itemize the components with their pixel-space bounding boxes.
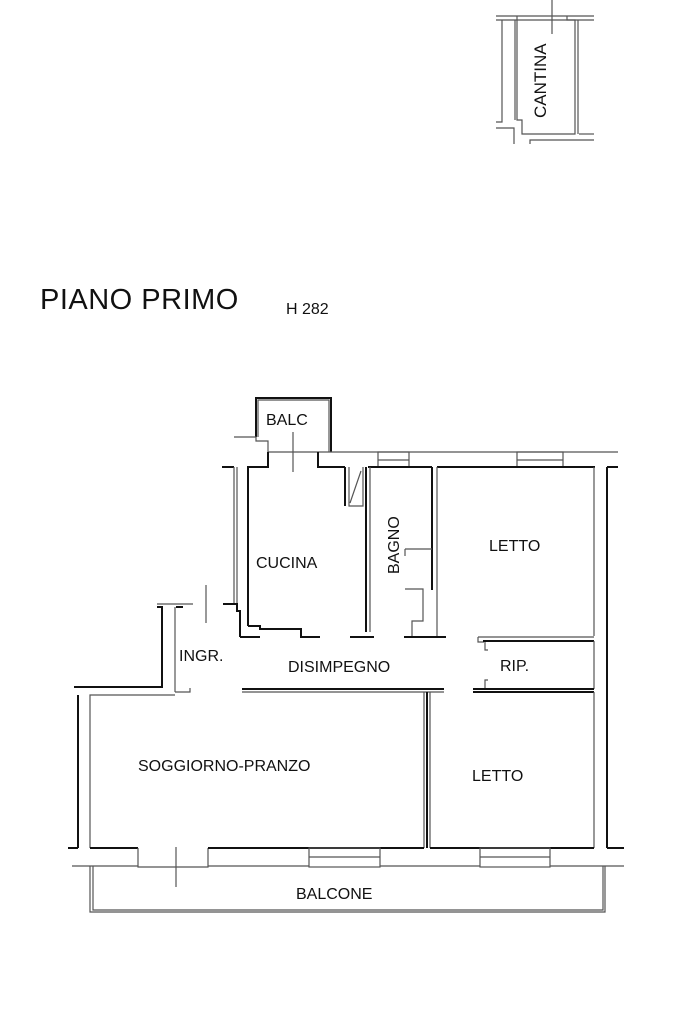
balcone-room: BALCONE [89, 866, 606, 913]
room-label-letto-top: LETTO [489, 538, 540, 555]
cantina-room: CANTINA [496, 0, 594, 144]
room-label-balcone: BALCONE [296, 886, 372, 903]
letto-top-room: LETTO [477, 467, 595, 643]
room-label-ingr: INGR. [179, 648, 223, 665]
ceiling-height-label: H 282 [286, 301, 329, 318]
room-label-disimpegno: DISIMPEGNO [288, 659, 390, 676]
room-label-soggiorno: SOGGIORNO-PRANZO [138, 758, 310, 775]
ingr-room: INGR. [74, 467, 241, 693]
east-wall [593, 467, 624, 849]
soggiorno-room: SOGGIORNO-PRANZO [68, 692, 425, 887]
bagno-room: BAGNO [386, 467, 446, 638]
room-label-cucina: CUCINA [256, 555, 318, 572]
room-label-cantina: CANTINA [531, 43, 550, 118]
room-label-balc: BALC [266, 412, 308, 429]
north-wall [222, 451, 618, 626]
room-label-letto-bottom: LETTO [472, 768, 523, 785]
room-label-bagno: BAGNO [386, 516, 403, 574]
balc-room: BALC [234, 397, 332, 472]
room-label-rip: RIP. [500, 658, 529, 675]
letto-bottom-room: LETTO [426, 692, 594, 849]
cucina-room: CUCINA [240, 467, 374, 638]
rip-room: RIP. [473, 641, 595, 693]
floor-title: PIANO PRIMO [40, 284, 239, 316]
south-wall [72, 847, 624, 868]
disimpegno-room: DISIMPEGNO [242, 659, 444, 693]
